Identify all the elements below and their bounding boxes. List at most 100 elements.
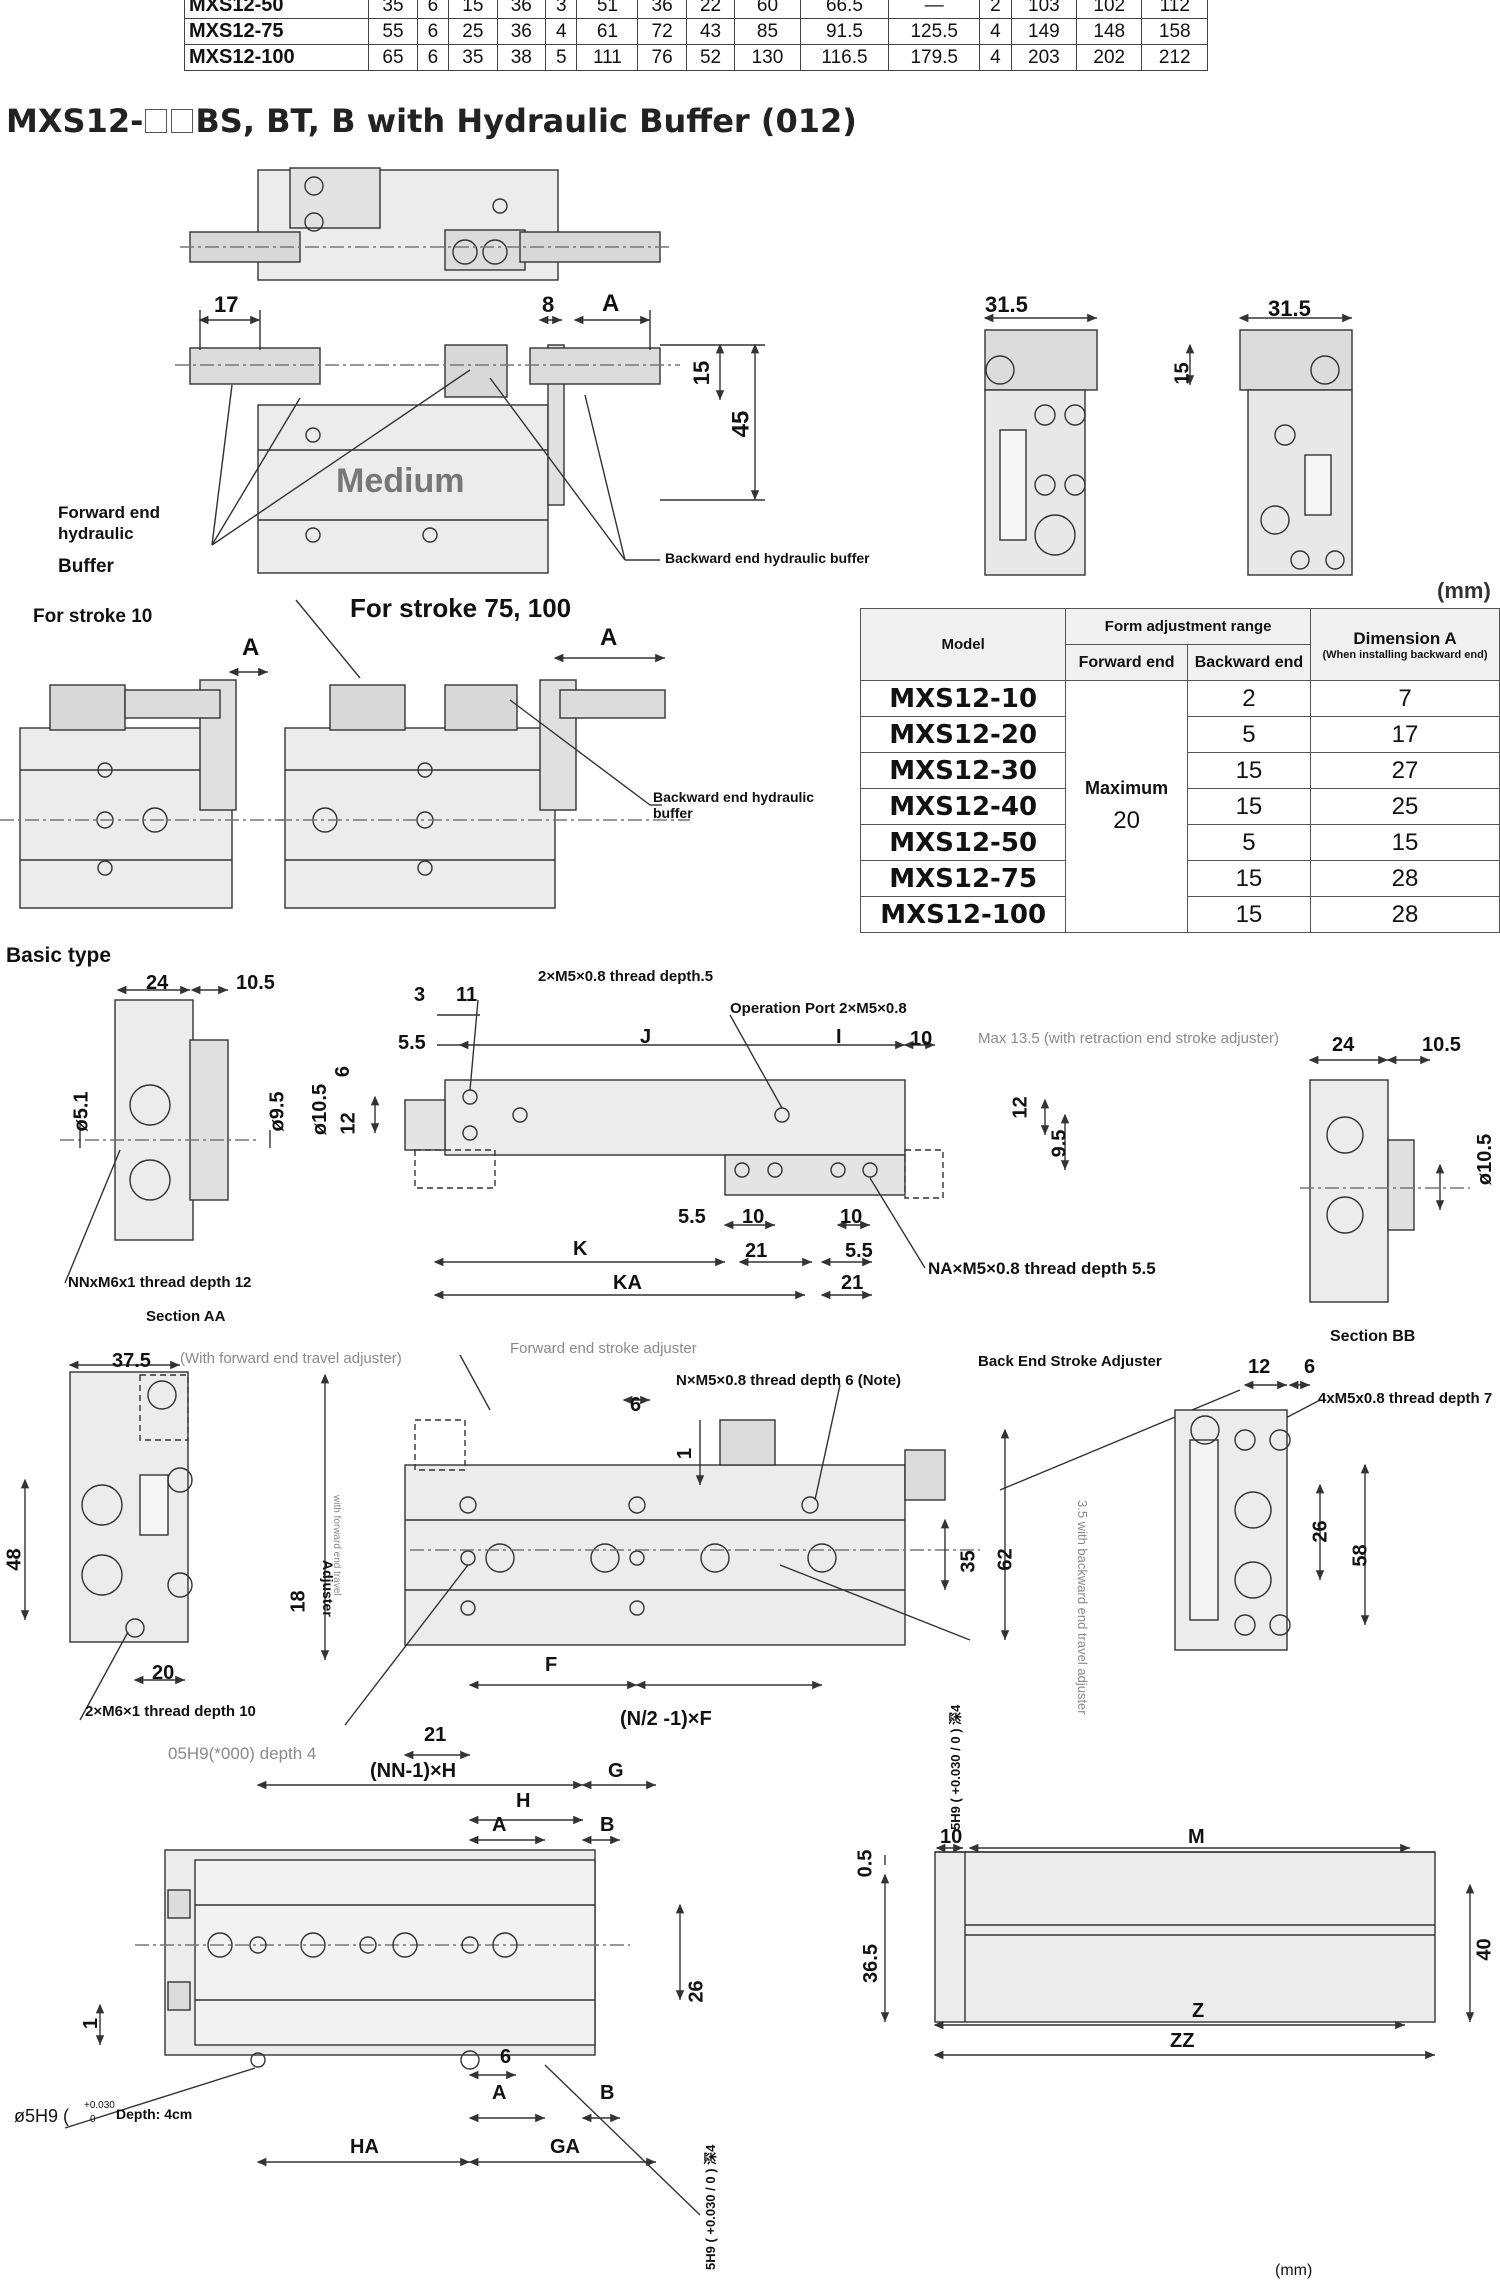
dim-d0_5: 0.5 — [854, 1849, 877, 1878]
dim-d21c: 21 — [424, 1724, 447, 1746]
backward-buffer-label-2b: buffer — [653, 805, 693, 821]
backward-buffer-label: Backward end hydraulic buffer — [665, 550, 870, 566]
model-cell: MXS12-20 — [859, 716, 1067, 753]
dim-dG: G — [608, 1760, 624, 1782]
dim-d1: 1 — [674, 1447, 697, 1460]
dim-d40: 40 — [1473, 1938, 1496, 1961]
dim-d6: 6 — [332, 1065, 355, 1078]
value-cell: 4 — [979, 44, 1012, 71]
dim-d12b: 12 — [1009, 1096, 1032, 1119]
stroke-75-label: For stroke 75, 100 — [350, 593, 572, 623]
header-dim-a: Dimension A (When installing backward en… — [1310, 608, 1500, 681]
stroke-views — [0, 599, 690, 909]
dim-d5_5b: 5.5 — [678, 1206, 706, 1228]
dim-d5_5: 5.5 — [398, 1032, 426, 1054]
dim-17: 17 — [214, 292, 239, 317]
dimension-a-cell: 28 — [1310, 860, 1500, 897]
dim-d9_5b: 9.5 — [1048, 1129, 1071, 1158]
value-cell: 5 — [545, 44, 578, 71]
basic-type-title: Basic type — [6, 944, 112, 967]
nn-thread-label: NNxM6x1 thread depth 12 — [68, 1274, 252, 1291]
dim-d24b: 24 — [1332, 1034, 1355, 1056]
backward-end-cell: 15 — [1186, 752, 1312, 789]
dim-d10_5: 10.5 — [236, 972, 275, 994]
header-dim-a-note: (When installing backward end) — [1322, 648, 1488, 661]
o5h9-depth-label: 05H9(*000) depth 4 — [168, 1744, 317, 1763]
dim-d21b: 21 — [841, 1272, 864, 1294]
dim-d20: 20 — [152, 1662, 175, 1684]
backward-end-cell: 15 — [1186, 788, 1312, 825]
buffer-side-view — [175, 310, 765, 574]
dim-15: 15 — [689, 360, 715, 386]
dim-d26b: 26 — [685, 1980, 708, 2003]
dimension-a-cell: 28 — [1310, 896, 1500, 933]
dim-d10c: 10 — [840, 1206, 863, 1228]
basic-side-view — [370, 999, 1070, 1300]
value-cell: 35 — [448, 44, 498, 71]
value-cell: 112 — [1141, 0, 1208, 19]
dim-dM: M — [1188, 1826, 1205, 1848]
tolerance-lower: 0 — [90, 2114, 96, 2125]
dim-a-stroke75: A — [600, 624, 618, 651]
backward-end-cell: 15 — [1186, 860, 1312, 897]
with-fwd-travel-label: with forward end travel — [331, 1495, 342, 1596]
dim-dH: H — [516, 1790, 531, 1812]
dim-d6c: 6 — [1304, 1356, 1316, 1378]
deep-tolerance-label-bottom: 5H9 ( +0.030 / 0 ) 深4 — [703, 2144, 718, 2270]
dim-dZZ: ZZ — [1170, 2030, 1195, 2052]
value-cell: 149 — [1010, 18, 1078, 45]
m6-thread-2-label: 2×M6×1 thread depth 10 — [85, 1703, 256, 1720]
forward-value-number: 20 — [1113, 807, 1140, 834]
back-travel-label: 3.5 with backward end travel adjuster — [1075, 1500, 1090, 1715]
dim-dA2: A — [492, 2082, 507, 2104]
value-cell: 72 — [637, 18, 687, 45]
value-cell: 111 — [576, 44, 639, 71]
dimension-a-cell: 7 — [1310, 680, 1500, 717]
dim-d10_5b: ø10.5 — [309, 1083, 332, 1136]
value-cell: 15 — [448, 0, 498, 19]
model-cell: MXS12-100 — [859, 896, 1067, 933]
header-backward: Backward end — [1186, 644, 1312, 681]
section-aa-label: Section AA — [146, 1308, 226, 1325]
fwd-stroke-adjuster-label: Forward end stroke adjuster — [510, 1340, 697, 1357]
dim-d58: 58 — [1349, 1544, 1372, 1567]
value-cell: 65 — [368, 44, 418, 71]
placeholder-box — [171, 109, 194, 133]
dim-d5_5c: 5.5 — [845, 1240, 873, 1262]
main-front-view — [320, 1354, 1321, 1760]
operation-port-label: Operation Port 2×M5×0.8 — [730, 1000, 907, 1017]
value-cell: 6 — [416, 44, 450, 71]
dimension-a-cell: 25 — [1310, 788, 1500, 825]
value-cell: 130 — [734, 44, 801, 71]
dim-d9_5: ø9.5 — [266, 1091, 289, 1132]
dim-15-end: 15 — [1171, 362, 1194, 385]
forward-buffer-label-2: hydraulic — [58, 524, 134, 543]
dim-d62: 62 — [994, 1548, 1017, 1571]
m5-thread-4-label: 4xM5x0.8 thread depth 7 — [1318, 1390, 1493, 1407]
dim-dA1: A — [492, 1814, 507, 1836]
fwd-travel-label: (With forward end travel adjuster) — [180, 1350, 402, 1367]
value-cell: 85 — [734, 18, 801, 45]
dim-a-stroke10: A — [242, 634, 260, 661]
value-cell: 179.5 — [888, 44, 981, 71]
dim-dGA: GA — [550, 2136, 580, 2158]
dim-d6b: 6 — [630, 1394, 642, 1416]
dim-d48: 48 — [3, 1548, 26, 1571]
dim-d11: 11 — [456, 984, 478, 1006]
backward-end-cell: 15 — [1186, 896, 1312, 933]
header-dim-a-text: Dimension A — [1353, 628, 1457, 648]
value-cell: 61 — [576, 18, 639, 45]
header-model: Model — [859, 608, 1067, 681]
dim-d12c: 12 — [1248, 1356, 1271, 1378]
model-cell: MXS12-75 — [183, 18, 370, 45]
max-13-5-label: Max 13.5 (with retraction end stroke adj… — [978, 1030, 1279, 1047]
dim-dB1: B — [600, 1814, 615, 1836]
buffer-end-views — [983, 313, 1353, 576]
dim-31-5-right: 31.5 — [1268, 296, 1311, 321]
back-stroke-adjuster-label: Back End Stroke Adjuster — [978, 1353, 1162, 1370]
unit-label-bottom: (mm) — [1275, 2262, 1313, 2279]
